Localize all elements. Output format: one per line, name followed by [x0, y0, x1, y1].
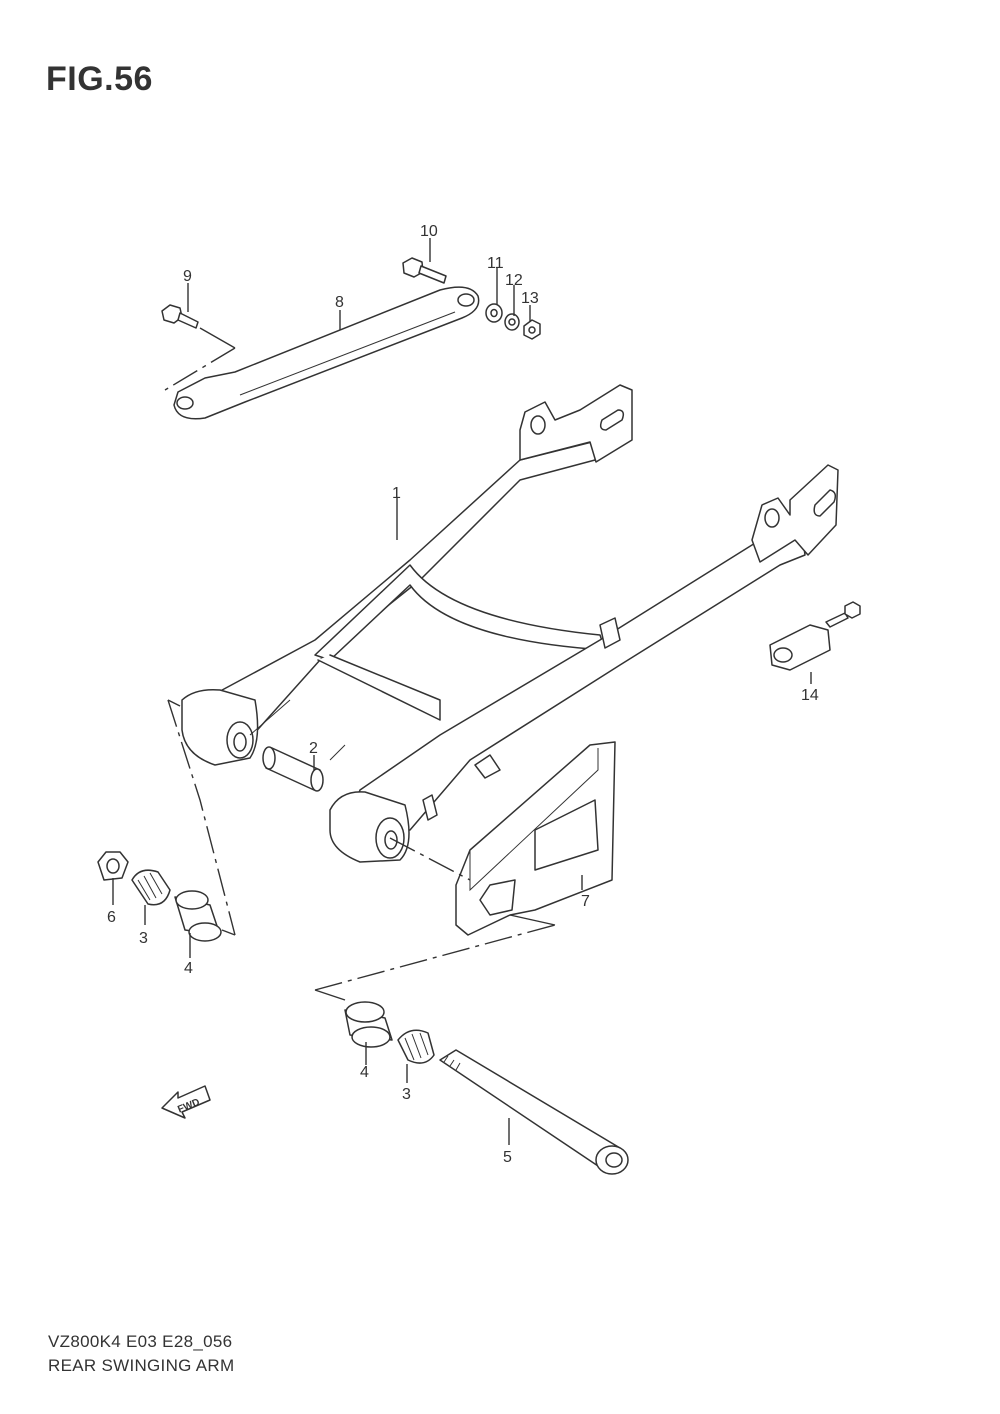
part-2-sleeve: [262, 746, 324, 792]
callout-14: 14: [801, 687, 819, 704]
callout-12: 12: [505, 272, 523, 289]
part-4-spacer-lower: [344, 1001, 393, 1048]
part-6-nut: [97, 851, 129, 881]
diagram-caption: REAR SWINGING ARM: [48, 1356, 235, 1375]
fwd-arrow-icon: FWD: [161, 1085, 211, 1119]
part-8-torque-link: [173, 286, 480, 420]
part-9-bolt: [161, 304, 199, 329]
callout-3-lower: 3: [402, 1086, 411, 1103]
callout-10: 10: [420, 223, 438, 240]
callout-labels: 1 2 3 3 4 4 5 6 7 8 9 10 11 12 13 14: [107, 223, 819, 1166]
callout-2: 2: [309, 740, 318, 757]
callout-6: 6: [107, 909, 116, 926]
model-code: VZ800K4 E03 E28_056: [48, 1332, 233, 1351]
callout-5: 5: [503, 1149, 512, 1166]
callout-13: 13: [521, 290, 539, 307]
callout-1: 1: [392, 485, 401, 502]
callout-11: 11: [487, 255, 504, 272]
callout-3-left: 3: [139, 930, 148, 947]
part-14-chain-adjuster: [769, 601, 861, 671]
callout-8: 8: [335, 294, 344, 311]
callout-9: 9: [183, 268, 192, 285]
callout-4-left: 4: [184, 960, 193, 977]
part-11-washer: [485, 303, 503, 323]
part-3-bearing-lower: [397, 1029, 435, 1064]
leader-lines: [112, 238, 812, 1145]
part-10-bolt: [402, 257, 447, 284]
part-3-bearing-left: [131, 869, 171, 906]
figure-title: FIG.56: [46, 60, 153, 98]
part-4-spacer-left: [174, 890, 222, 942]
reference-lines: [164, 327, 556, 1001]
part-12-washer: [504, 313, 520, 331]
callout-4-lower: 4: [360, 1064, 369, 1081]
part-7-chain-case: [455, 741, 616, 936]
part-5-pivot-axle: [439, 1049, 629, 1175]
part-13-nut: [523, 319, 541, 340]
callout-7: 7: [581, 893, 590, 910]
part-1-swing-arm: [181, 384, 839, 863]
